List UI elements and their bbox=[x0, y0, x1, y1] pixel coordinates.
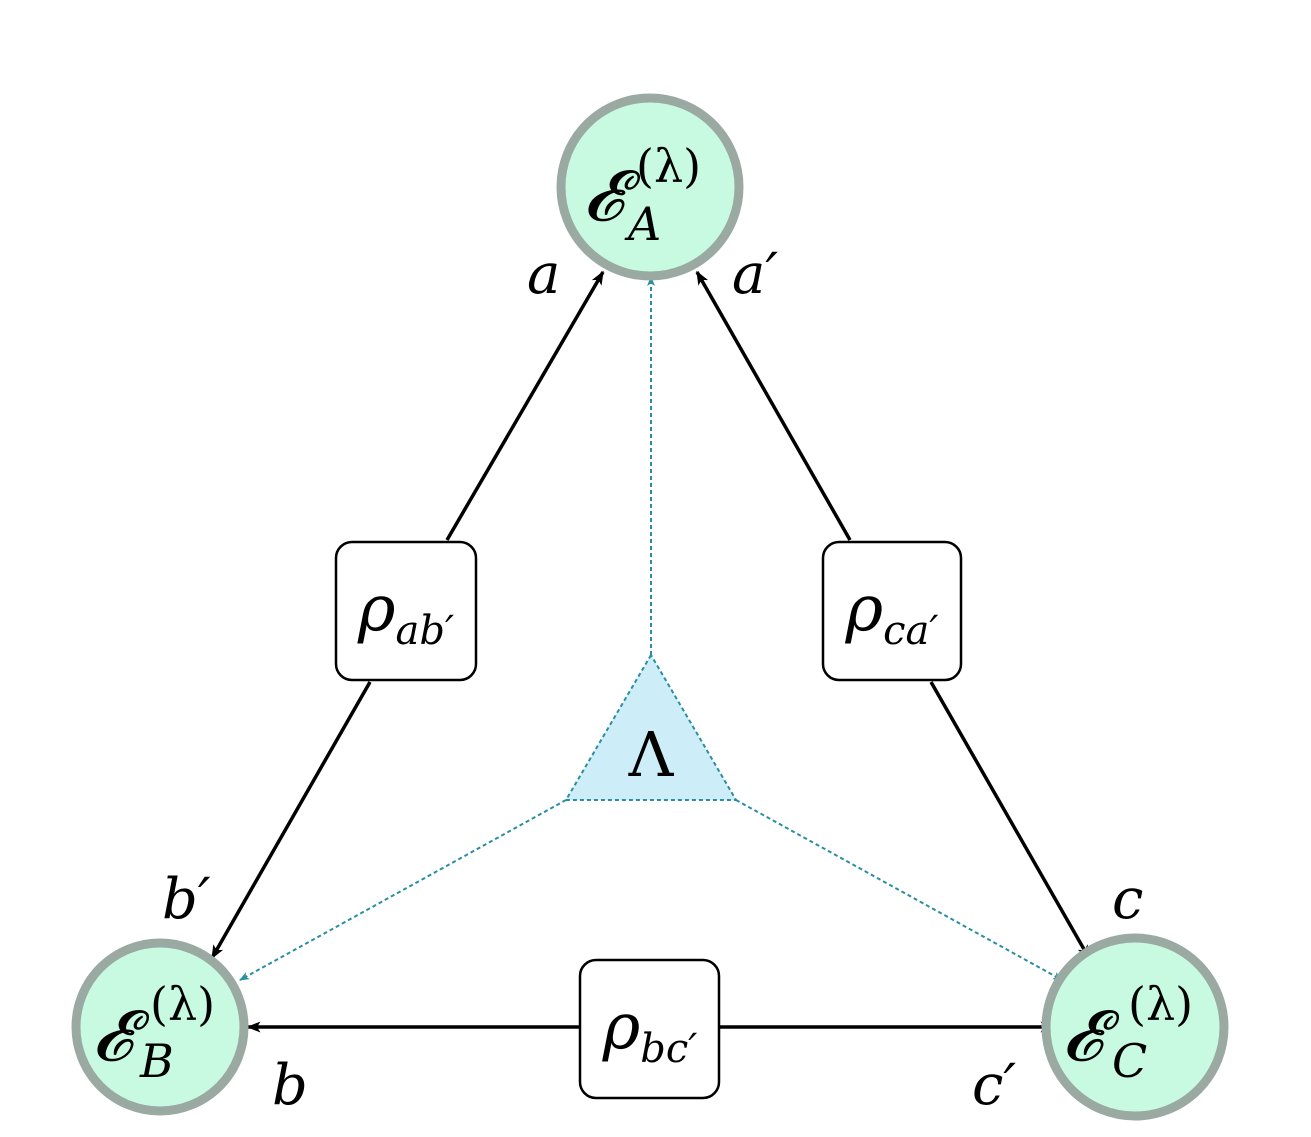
edge-rho-ab-to-A bbox=[445, 270, 605, 541]
node-C-superscript: (λ) bbox=[1128, 977, 1193, 1031]
node-C-subscript: C bbox=[1112, 1034, 1147, 1088]
lambda-to-C-dashed-line bbox=[735, 799, 1063, 981]
source-box-rho-ab: ρab′ bbox=[334, 540, 478, 682]
rho-ab-base: ρ bbox=[357, 572, 396, 646]
rho-bc-subscript: bc′ bbox=[640, 1026, 697, 1072]
lambda-label: Λ bbox=[628, 718, 675, 791]
port-label-a-prime: a′ bbox=[732, 242, 778, 307]
port-label-c: c bbox=[1112, 867, 1143, 932]
edge-rho-ca-to-C bbox=[929, 681, 1091, 960]
rho-ab-subscript: ab′ bbox=[396, 608, 455, 654]
lambda-hidden-variable-triangle bbox=[564, 653, 738, 801]
node-B-superscript: (λ) bbox=[150, 977, 215, 1031]
party-node-A: 𝓔 (λ) A bbox=[556, 93, 744, 281]
source-box-rho-bc: ρbc′ bbox=[578, 958, 721, 1100]
node-A-subscript: A bbox=[624, 197, 661, 251]
svg-text:ρca′: ρca′ bbox=[845, 572, 939, 654]
edge-rho-ab-to-B bbox=[210, 681, 372, 960]
rho-bc-base: ρ bbox=[602, 990, 641, 1064]
node-A-superscript: (λ) bbox=[636, 139, 701, 193]
port-label-a: a bbox=[527, 242, 560, 307]
source-box-rho-ca: ρca′ bbox=[821, 540, 963, 682]
svg-text:ρab′: ρab′ bbox=[357, 572, 454, 654]
port-label-c-prime: c′ bbox=[972, 1053, 1016, 1118]
port-label-b-prime: b′ bbox=[162, 867, 211, 932]
port-label-b: b bbox=[272, 1053, 308, 1118]
rho-ca-base: ρ bbox=[845, 572, 884, 646]
party-node-B: 𝓔 (λ) B bbox=[71, 938, 249, 1116]
party-node-C: 𝓔 (λ) C bbox=[1041, 933, 1229, 1121]
lambda-to-B-dashed-line bbox=[239, 799, 567, 981]
svg-text:ρbc′: ρbc′ bbox=[602, 990, 698, 1072]
rho-ca-subscript: ca′ bbox=[883, 608, 938, 654]
node-B-subscript: B bbox=[139, 1034, 174, 1088]
edge-rho-ca-to-A bbox=[695, 270, 852, 541]
